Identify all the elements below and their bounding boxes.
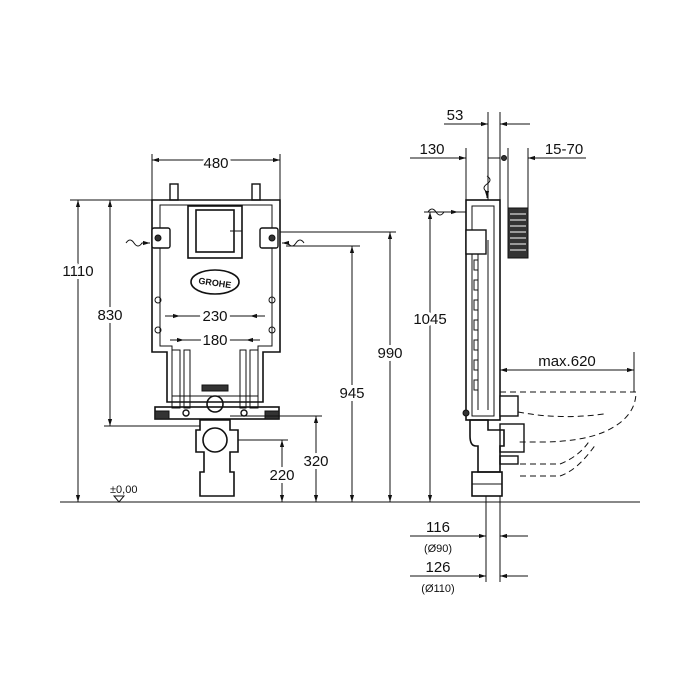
front-view: GROHE 480 1110 830 bbox=[59, 152, 440, 503]
dim-180: 180 bbox=[202, 332, 227, 349]
dim-130: 130 bbox=[419, 141, 444, 158]
toilet-pan-dashed bbox=[517, 411, 605, 418]
mount-hole-3 bbox=[154, 326, 162, 334]
dim-15-70-dot bbox=[501, 155, 507, 161]
dim-53: 53 bbox=[447, 107, 464, 124]
drain-pipe bbox=[195, 419, 239, 497]
supply-arrow-left bbox=[125, 239, 150, 247]
base-hole-right bbox=[240, 409, 248, 417]
dim-15-70: 15-70 bbox=[545, 141, 583, 158]
actuator-opening bbox=[187, 205, 243, 259]
toilet-base-dashed bbox=[520, 439, 597, 477]
leg-left-outer bbox=[171, 349, 181, 409]
side-supply-arrow-top bbox=[483, 175, 491, 198]
dim-116-dia: (Ø90) bbox=[424, 543, 452, 555]
side-flush-connector bbox=[499, 395, 519, 417]
base-foot-right bbox=[264, 410, 280, 420]
grohe-logo: GROHE bbox=[190, 269, 240, 295]
leg-left-inner bbox=[183, 349, 191, 409]
leg-right-outer bbox=[249, 349, 259, 409]
side-bolt-block-2 bbox=[499, 455, 519, 465]
dim-830: 830 bbox=[97, 307, 122, 324]
top-tab-right bbox=[251, 183, 261, 201]
logo-text: GROHE bbox=[198, 276, 232, 290]
drain-connector bbox=[206, 395, 224, 413]
supply-arrow-right bbox=[282, 239, 305, 247]
dim-126: 126 bbox=[425, 559, 450, 576]
mount-hole-2 bbox=[268, 296, 276, 304]
side-view: 53 130 15-70 1045 max.620 116 (Ø90) 126 … bbox=[410, 107, 640, 595]
floor-level-label: ±0,00 bbox=[110, 484, 137, 496]
side-slots bbox=[473, 239, 479, 391]
floor-level-icon bbox=[112, 495, 126, 503]
frame-body bbox=[151, 199, 281, 403]
side-drain-bend bbox=[469, 419, 505, 473]
dim-945: 945 bbox=[339, 385, 364, 402]
top-tab-left bbox=[169, 183, 179, 201]
bracket-label bbox=[201, 384, 229, 392]
actuator-plate bbox=[195, 209, 235, 253]
side-frame-inner bbox=[471, 205, 495, 417]
side-top-box bbox=[465, 229, 487, 255]
dim-320: 320 bbox=[303, 453, 328, 470]
dim-max620: max.620 bbox=[538, 353, 596, 370]
dim-1110: 1110 bbox=[62, 263, 93, 280]
base-foot-left bbox=[154, 410, 170, 420]
dim-990: 990 bbox=[377, 345, 402, 362]
frame-inner-contour bbox=[159, 204, 273, 397]
dim-230: 230 bbox=[202, 308, 227, 325]
base-plate bbox=[154, 406, 280, 420]
dim-480: 480 bbox=[203, 155, 228, 172]
mount-hole-4 bbox=[268, 326, 276, 334]
toilet-outline-dashed bbox=[500, 391, 637, 443]
mount-hole-1 bbox=[154, 296, 162, 304]
dim-116: 116 bbox=[426, 519, 450, 536]
side-foot bbox=[462, 409, 470, 417]
drain-pipe-ring bbox=[202, 427, 228, 453]
inlet-dot-right bbox=[268, 234, 276, 242]
base-hole-left bbox=[182, 409, 190, 417]
dim-126-dia: (Ø110) bbox=[421, 583, 454, 595]
leg-right-inner bbox=[239, 349, 247, 409]
wall-adjuster-threads bbox=[510, 213, 526, 251]
dim-220: 220 bbox=[269, 467, 294, 484]
dim-1045: 1045 bbox=[413, 311, 446, 328]
inlet-dot-left bbox=[154, 234, 162, 242]
